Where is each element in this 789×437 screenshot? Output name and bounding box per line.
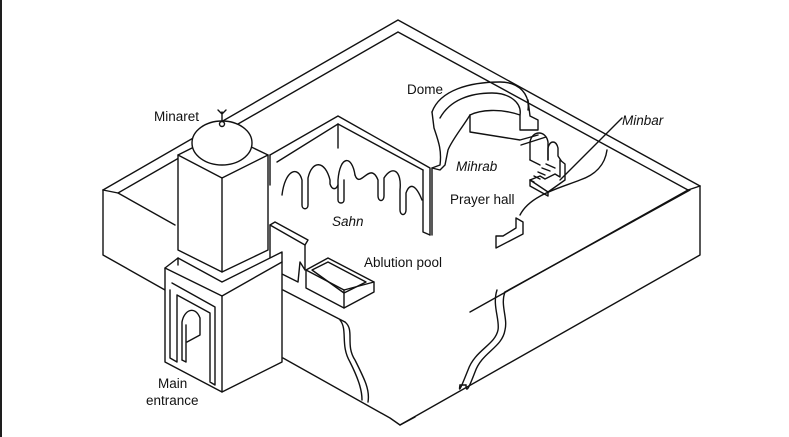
- minaret-tower: [164, 109, 283, 393]
- wall-fragment: [495, 217, 524, 249]
- label-main-entrance-line1: Main: [158, 376, 187, 391]
- arcade-top: [269, 115, 431, 236]
- minbar-stairs: [529, 159, 566, 197]
- label-dome: Dome: [407, 82, 443, 97]
- left-wall-face: [102, 189, 166, 291]
- label-main-entrance-line2: entrance: [146, 393, 199, 408]
- entrance-arch: [181, 309, 201, 361]
- enclosure-wall: [102, 19, 701, 426]
- leader-lines: [520, 117, 623, 181]
- mihrab-leader: [520, 136, 547, 146]
- entrance-frame: [169, 282, 216, 386]
- label-prayer-hall: Prayer hall: [450, 192, 515, 207]
- cutaway-left: [344, 321, 370, 403]
- right-wall-outer: [399, 185, 701, 426]
- label-ablution-pool: Ablution pool: [364, 255, 442, 270]
- ablution-pool: [305, 257, 375, 309]
- cutaway-back: [519, 149, 608, 216]
- minaret-finial-icon: [217, 109, 227, 122]
- label-mihrab: Mihrab: [456, 159, 498, 174]
- sahn-arcade: [269, 115, 431, 236]
- minaret-dome: [191, 120, 253, 166]
- left-border-rule: [0, 0, 2, 437]
- label-sahn: Sahn: [332, 214, 364, 229]
- cutaway-right: [458, 289, 500, 390]
- dome-structure: [431, 81, 539, 236]
- minbar-leader: [559, 117, 623, 181]
- label-minaret: Minaret: [154, 109, 199, 124]
- front-wall-base: [282, 357, 416, 426]
- mihrab-niche: [529, 132, 563, 166]
- dome-outer-arch: [431, 81, 529, 113]
- minaret-base: [164, 251, 283, 393]
- label-minbar: Minbar: [622, 113, 664, 128]
